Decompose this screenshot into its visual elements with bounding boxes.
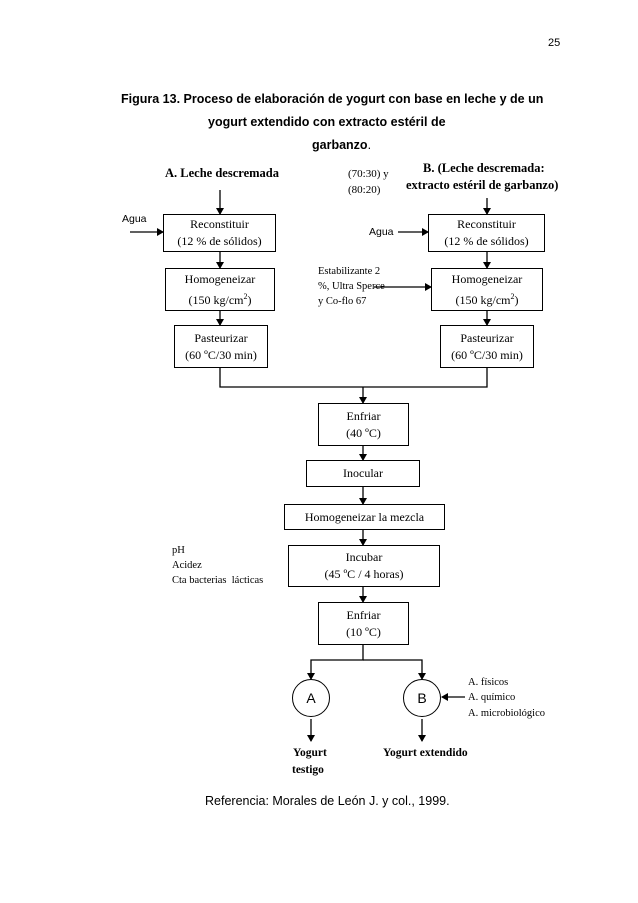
branch-b-reconstitute-box: Reconstituir (12 % de sólidos)	[428, 214, 545, 252]
inoculate-box: Inocular	[306, 460, 420, 487]
incubate-param-ph: pH	[172, 545, 185, 556]
analysis-chemical: A. químico	[468, 692, 516, 703]
box-line: Pasteurizar	[460, 330, 514, 345]
box-line: (60 ºC/30 min)	[451, 347, 523, 362]
caption-period: .	[367, 138, 372, 152]
box-line: Inocular	[343, 466, 383, 480]
box-line: (150 kg/cm2)	[188, 291, 252, 307]
analysis-physical: A. físicos	[468, 677, 509, 688]
box-line: Homogeneizar	[451, 271, 523, 286]
cool-10-box: Enfriar (10 ºC)	[318, 602, 409, 645]
node-b-circle: B	[403, 679, 441, 717]
box-line: Pasteurizar	[194, 330, 248, 345]
analysis-microbiological: A. microbiológico	[468, 708, 545, 719]
stabilizer-line3: y Co-flo 67	[318, 296, 367, 307]
box-line: (12 % de sólidos)	[177, 234, 262, 248]
box-line: Reconstituir	[190, 217, 249, 231]
branch-b-pasteurize-box: Pasteurizar (60 ºC/30 min)	[440, 325, 534, 368]
box-line: (60 ºC/30 min)	[185, 347, 257, 362]
branch-b-ratio-line1: (70:30) y	[348, 168, 389, 180]
node-a-circle: A	[292, 679, 330, 717]
output-b-label: Yogurt extendido	[383, 747, 468, 759]
output-a-label-line1: Yogurt	[293, 747, 327, 759]
box-line: (10 ºC)	[346, 624, 381, 639]
branch-b-title-line2: extracto estéril de garbanzo)	[406, 178, 559, 192]
stabilizer-line2: %, Ultra Sperce	[318, 281, 385, 292]
caption-bold-word: garbanzo	[312, 138, 368, 152]
homogenize-mix-box: Homogeneizar la mezcla	[284, 504, 445, 530]
output-a-label-line2: testigo	[292, 764, 324, 776]
branch-b-homogenize-box: Homogeneizar (150 kg/cm2)	[431, 268, 543, 311]
figure-caption-line3: garbanzo.	[312, 138, 371, 152]
box-line: Homogeneizar la mezcla	[304, 509, 425, 524]
figure-caption-line1: Figura 13. Proceso de elaboración de yog…	[121, 92, 544, 106]
cool-40-box: Enfriar (40 ºC)	[318, 403, 409, 446]
box-line: Homogeneizar	[184, 271, 256, 286]
incubate-param-bacteria: Cta bacterias lácticas	[172, 575, 264, 586]
incubate-param-acidity: Acidez	[172, 560, 202, 571]
figure-reference: Referencia: Morales de León J. y col., 1…	[205, 794, 450, 808]
box-line: (45 ºC / 4 horas)	[324, 567, 404, 581]
branch-a-reconstitute-box: Reconstituir (12 % de sólidos)	[163, 214, 276, 252]
branch-b-ratio-line2: (80:20)	[348, 184, 381, 196]
branch-a-pasteurize-box: Pasteurizar (60 ºC/30 min)	[174, 325, 268, 368]
branch-b-water-label: Agua	[369, 226, 394, 238]
figure-caption-line2: yogurt extendido con extracto estéril de	[208, 115, 446, 129]
box-line: (150 kg/cm2)	[455, 291, 519, 307]
branch-a-water-label: Agua	[122, 213, 147, 225]
box-line: Reconstituir	[457, 217, 516, 231]
page-number: 25	[548, 37, 561, 49]
incubate-box: Incubar (45 ºC / 4 horas)	[288, 545, 440, 587]
box-line: Enfriar	[346, 607, 381, 622]
branch-a-homogenize-box: Homogeneizar (150 kg/cm2)	[165, 268, 275, 311]
branch-b-title: B. (Leche descremada:	[423, 161, 545, 175]
box-line: Enfriar	[346, 408, 381, 423]
stabilizer-line1: Estabilizante 2	[318, 266, 381, 277]
box-line: (40 ºC)	[346, 425, 381, 440]
box-line: Incubar	[345, 550, 383, 564]
branch-a-title: A. Leche descremada	[165, 166, 279, 180]
box-line: (12 % de sólidos)	[444, 234, 529, 248]
